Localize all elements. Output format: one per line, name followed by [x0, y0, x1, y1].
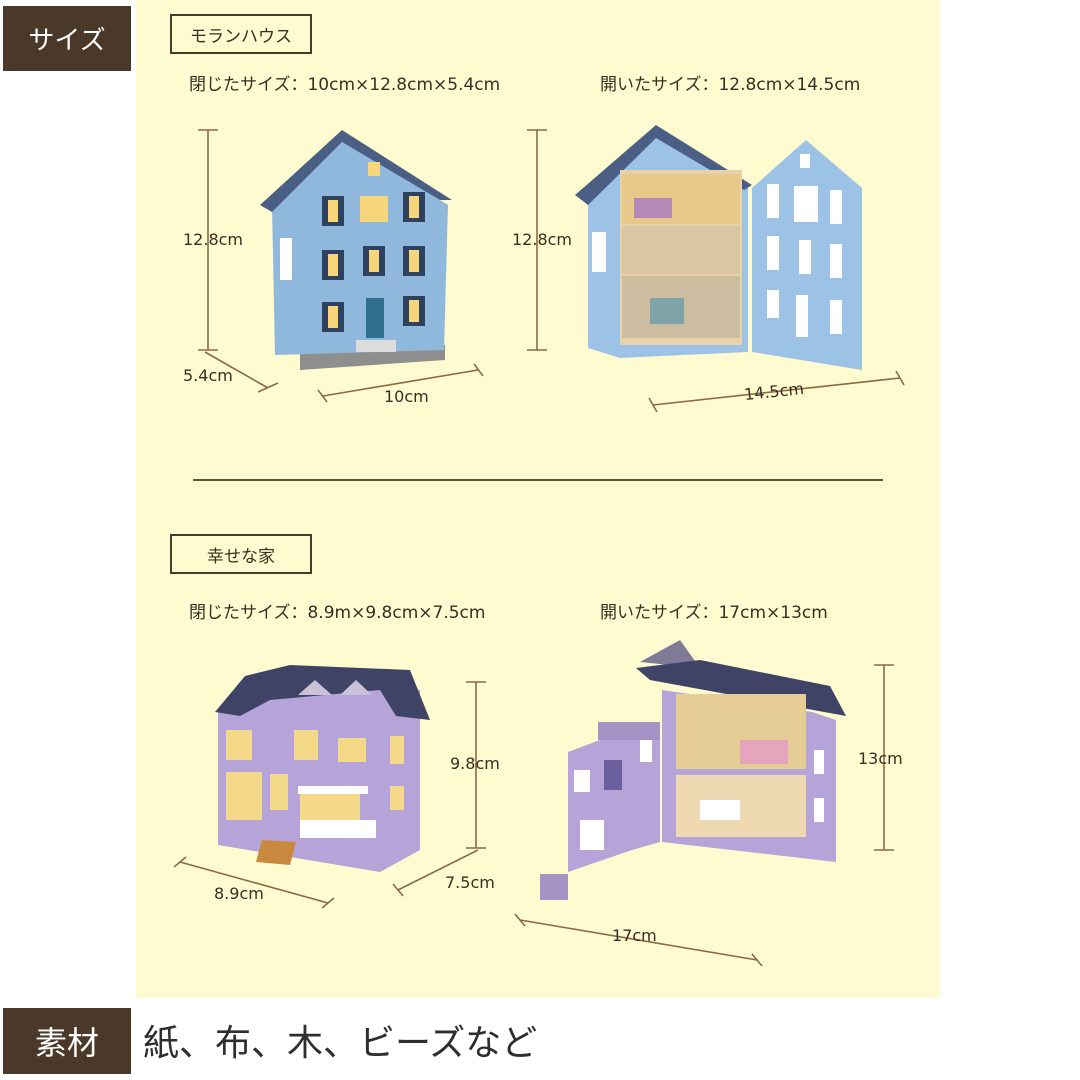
- size-tag: サイズ: [3, 6, 131, 71]
- moran-closed-height: 12.8cm: [183, 230, 244, 249]
- moran-closed-width: 10cm: [384, 387, 429, 406]
- happy-closed-depth: 7.5cm: [445, 873, 495, 892]
- moran-open-size: 開いたサイズ：12.8cm×14.5cm: [600, 75, 861, 95]
- happy-open-width: 17cm: [612, 926, 657, 945]
- moran-closed-size: 閉じたサイズ：10cm×12.8cm×5.4cm: [189, 75, 501, 95]
- happy-closed-height: 9.8cm: [450, 754, 500, 773]
- happy-house-label: 幸せな家: [170, 534, 312, 574]
- happy-open-height: 13cm: [858, 749, 903, 768]
- happy-closed-width: 8.9cm: [214, 884, 264, 903]
- moran-house-closed-image: [260, 130, 452, 370]
- happy-house-closed-image: [215, 665, 430, 872]
- moran-closed-depth: 5.4cm: [183, 366, 233, 385]
- happy-open-size: 開いたサイズ：17cm×13cm: [600, 603, 828, 623]
- section-divider: [193, 479, 883, 481]
- dimension-lines: [173, 129, 905, 967]
- material-text: 紙、布、木、ビーズなど: [143, 1023, 538, 1064]
- happy-house-open-image: [540, 640, 846, 900]
- moran-open-height: 12.8cm: [512, 230, 573, 249]
- moran-house-open-image: [575, 125, 862, 370]
- happy-closed-size: 閉じたサイズ：8.9m×9.8cm×7.5cm: [189, 603, 486, 623]
- moran-house-label: モランハウス: [170, 14, 312, 54]
- material-tag: 素材: [3, 1008, 131, 1074]
